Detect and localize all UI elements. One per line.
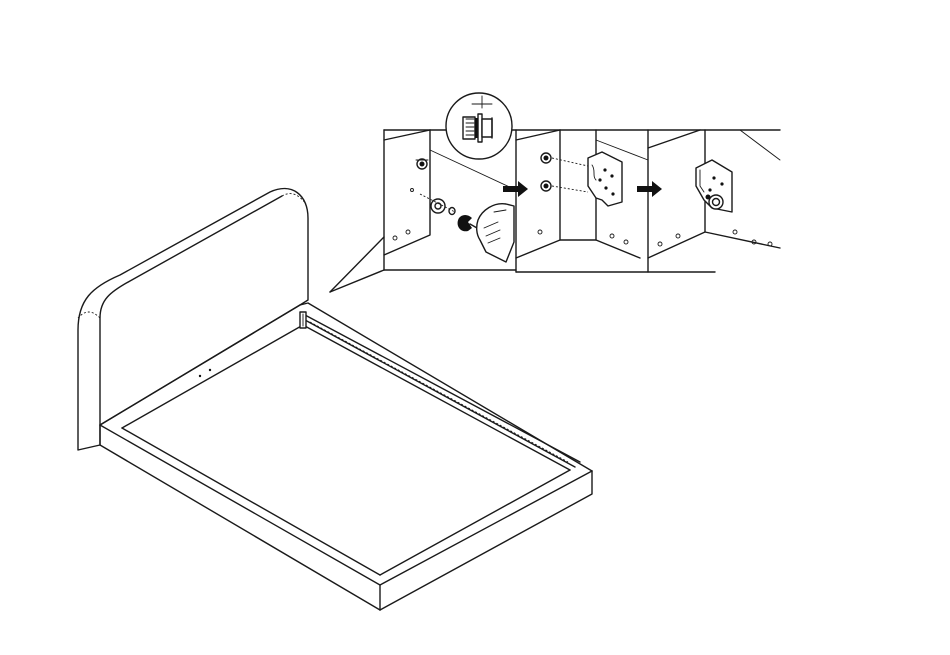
bed-frame-illustration [78, 189, 592, 610]
bracket-plate-icon [588, 152, 622, 206]
bolt-icon [541, 153, 551, 163]
hand-icon [477, 204, 514, 262]
bolt-icon [541, 181, 551, 191]
callout-panels [384, 93, 780, 272]
nut-icon [449, 208, 455, 215]
step-2-panel [516, 130, 648, 258]
headboard [78, 189, 308, 450]
bolt-icon [416, 159, 428, 169]
magnifier-callout-icon [446, 93, 512, 159]
arrow-right-icon [637, 181, 662, 197]
step-3-panel [648, 130, 780, 258]
